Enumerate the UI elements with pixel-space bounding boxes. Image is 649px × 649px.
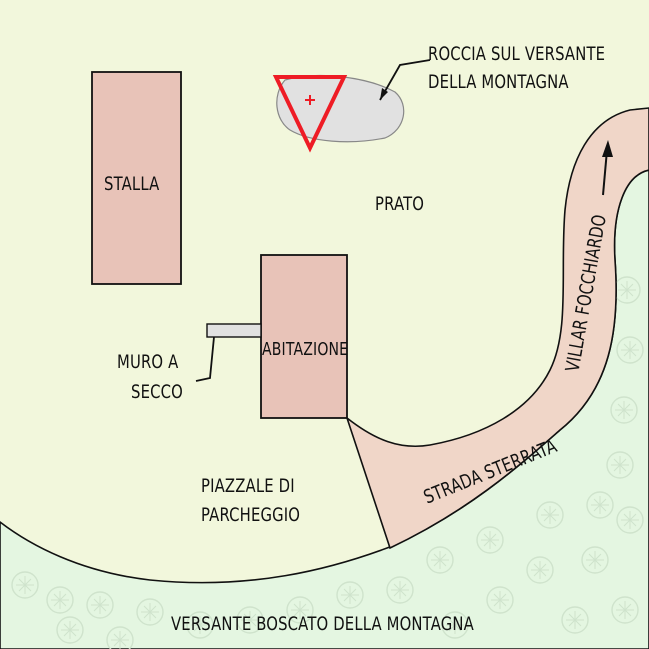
piazzale-label-line2: PARCHEGGIO [201, 504, 301, 526]
muro-label-line1: MURO A [117, 351, 179, 373]
wall-leader-line [195, 336, 215, 382]
versante-label: VERSANTE BOSCATO DELLA MONTAGNA [171, 613, 474, 635]
muro-label-line2: SECCO [131, 381, 183, 403]
dry-stone-wall [206, 323, 262, 338]
dirt-road [345, 107, 649, 550]
roccia-label-line2: DELLA MONTAGNA [428, 71, 569, 93]
warning-triangle-icon [272, 75, 348, 153]
roccia-label-line1: ROCCIA SUL VERSANTE [428, 43, 606, 65]
rock-outcrop [276, 74, 405, 143]
prato-label: PRATO [375, 193, 425, 215]
stable-building [91, 71, 182, 285]
abitazione-label: ABITAZIONE [262, 339, 349, 360]
rock-leader-line [379, 59, 431, 101]
piazzale-label-line1: PIAZZALE DI [201, 475, 295, 497]
stalla-label: STALLA [104, 173, 160, 195]
arrow-up-icon [602, 140, 613, 196]
dwelling-building [260, 254, 348, 419]
